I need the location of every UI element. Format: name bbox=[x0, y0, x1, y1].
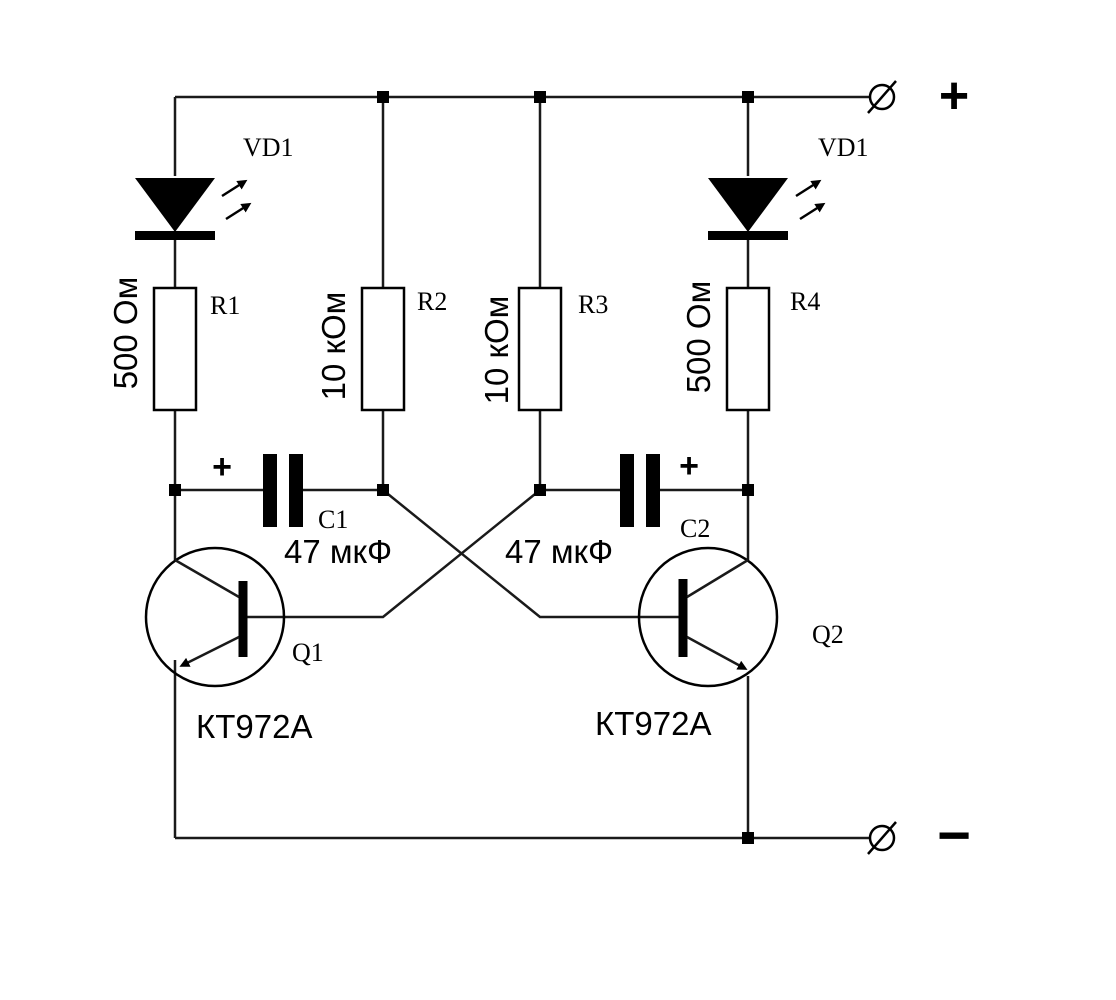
r1-value: 500 Ом bbox=[107, 277, 144, 390]
junction-nodes bbox=[169, 91, 754, 844]
r4-body bbox=[725, 286, 771, 412]
c2-value: 47 мкФ bbox=[505, 533, 613, 570]
led-left-label: VD1 bbox=[243, 133, 294, 162]
junction-node bbox=[534, 484, 546, 496]
q1-label: Q1 bbox=[292, 638, 324, 667]
c1-value: 47 мкФ bbox=[284, 533, 392, 570]
negative-terminal-label: − bbox=[937, 803, 971, 868]
r3-label: R3 bbox=[578, 290, 608, 319]
c2-label: C2 bbox=[680, 514, 710, 543]
c1-label: C1 bbox=[318, 505, 348, 534]
c1-symbol bbox=[263, 454, 303, 527]
led-right-label: VD1 bbox=[818, 133, 869, 162]
r2-value: 10 кОм bbox=[315, 292, 352, 401]
junction-node bbox=[534, 91, 546, 103]
c2-symbol bbox=[620, 454, 660, 527]
c2-polarity-label: + bbox=[679, 447, 699, 485]
r4-value: 500 Ом bbox=[680, 281, 717, 394]
junction-node bbox=[169, 484, 181, 496]
led-left-symbol bbox=[135, 178, 252, 240]
junction-node bbox=[742, 91, 754, 103]
positive-terminal-label: + bbox=[939, 67, 969, 125]
r3-value: 10 кОм bbox=[478, 296, 515, 405]
led-right-symbol bbox=[708, 178, 826, 240]
r2-body bbox=[360, 286, 406, 412]
cross-wire-c2-to-q1-base bbox=[243, 489, 541, 619]
r2-label: R2 bbox=[417, 287, 447, 316]
positive-terminal bbox=[867, 80, 897, 114]
junction-node bbox=[742, 484, 754, 496]
junction-node bbox=[377, 91, 389, 103]
q2-label: Q2 bbox=[812, 620, 844, 649]
q1-part-label: КТ972А bbox=[196, 708, 312, 745]
negative-terminal bbox=[867, 821, 897, 855]
junction-node bbox=[377, 484, 389, 496]
junction-node bbox=[742, 832, 754, 844]
r1-label: R1 bbox=[210, 291, 240, 320]
cross-wire-c1-to-q2-base bbox=[382, 489, 683, 619]
r3-body bbox=[517, 286, 563, 412]
r4-label: R4 bbox=[790, 287, 820, 316]
r1-body bbox=[152, 286, 198, 412]
q2-part-label: КТ972А bbox=[595, 705, 711, 742]
c1-polarity-label: + bbox=[212, 448, 232, 486]
q1-transistor-symbol bbox=[144, 546, 286, 688]
q2-transistor-symbol bbox=[637, 546, 779, 688]
